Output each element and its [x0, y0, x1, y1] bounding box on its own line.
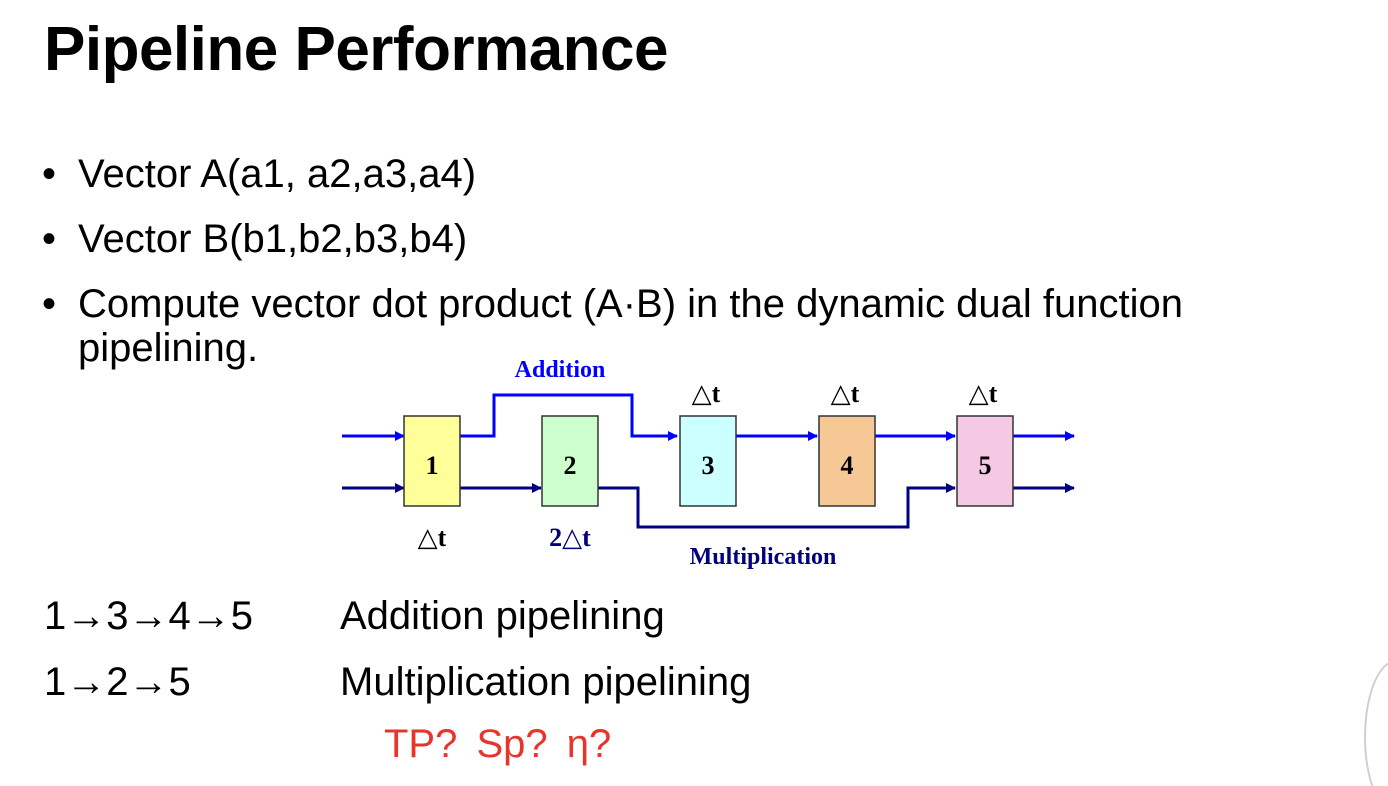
stage-1: 1 — [403, 415, 461, 507]
stage-3-label: 3 — [702, 451, 715, 480]
performance-question: TP? Sp? η? — [384, 722, 612, 766]
addition-bypass-line — [460, 393, 678, 441]
stage-1-box — [403, 415, 461, 507]
bullet-dot: • — [42, 152, 57, 196]
multiplication-path-sequence: 1→2→5 — [44, 660, 191, 704]
stage-2-time: 2△t — [549, 523, 591, 552]
stage-5-box — [956, 415, 1014, 507]
stage-2: 2 — [541, 415, 599, 507]
bullet-text: Compute vector dot product (A·B) in the … — [78, 282, 1183, 326]
multiplication-path-label: Multiplication pipelining — [340, 660, 752, 704]
slide-title: Pipeline Performance — [44, 15, 669, 84]
addition-path-label: Addition pipelining — [340, 594, 665, 638]
multiplication-path-line: 1→2→5 Multiplication pipelining — [44, 660, 751, 705]
addition-path-sequence: 1→3→4→5 — [44, 594, 253, 638]
multiplication-label: Multiplication — [690, 544, 837, 570]
bullet-item: • Compute vector dot product (A·B) in th… — [40, 280, 1183, 372]
stage-4: 4 — [818, 415, 876, 507]
stage-2-label: 2 — [564, 451, 577, 480]
pipeline-diagram: 1 2 3 4 5 Addition Multiplication △ — [330, 348, 1090, 583]
stage-5-time: △t — [969, 379, 998, 408]
bullet-dot: • — [42, 282, 57, 326]
bullet-text: Vector A(a1, a2,a3,a4) — [78, 152, 477, 196]
addition-path-line: 1→3→4→5 Addition pipelining — [44, 594, 665, 639]
addition-label: Addition — [515, 357, 606, 383]
stage-4-box — [818, 415, 876, 507]
bullet-item: • Vector A(a1, a2,a3,a4) — [40, 150, 1183, 198]
multiplication-bypass-line — [598, 483, 956, 529]
pipeline-diagram-svg: 1 2 3 4 5 Addition Multiplication △ — [342, 357, 1075, 570]
bullet-text-continuation: pipelining. — [78, 326, 259, 370]
stage-3-time: △t — [692, 379, 721, 408]
bullet-item: • Vector B(b1,b2,b3,b4) — [40, 215, 1183, 263]
stage-2-box — [541, 415, 599, 507]
stage-5-label: 5 — [979, 451, 992, 480]
stage-1-label: 1 — [426, 451, 439, 480]
stage-1-time: △t — [418, 523, 447, 552]
bullet-list: • Vector A(a1, a2,a3,a4) • Vector B(b1,b… — [40, 150, 1183, 389]
stage-3: 3 — [679, 415, 737, 507]
bullet-dot: • — [42, 217, 57, 261]
bullet-text: Vector B(b1,b2,b3,b4) — [78, 217, 468, 261]
corner-decoration — [1364, 660, 1388, 786]
stage-5: 5 — [956, 415, 1014, 507]
stage-4-time: △t — [831, 379, 860, 408]
stage-3-box — [679, 415, 737, 507]
stage-4-label: 4 — [841, 451, 854, 480]
